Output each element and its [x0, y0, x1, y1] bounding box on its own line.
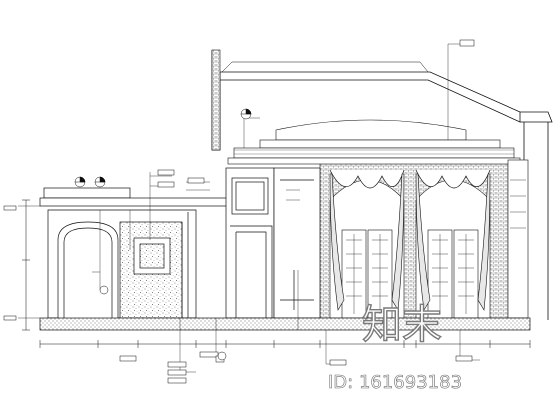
window-right — [415, 169, 491, 319]
dimension-lines — [22, 199, 531, 348]
cornice — [227, 119, 521, 165]
watermark-logo: 知末 — [362, 302, 442, 348]
watermark-id: ID: 161693183 — [328, 372, 462, 393]
section-markers — [74, 108, 252, 361]
left-room — [39, 187, 231, 319]
center-panel — [225, 167, 321, 319]
window-left — [329, 169, 405, 319]
floor-slab — [39, 317, 531, 331]
right-column — [507, 159, 529, 319]
